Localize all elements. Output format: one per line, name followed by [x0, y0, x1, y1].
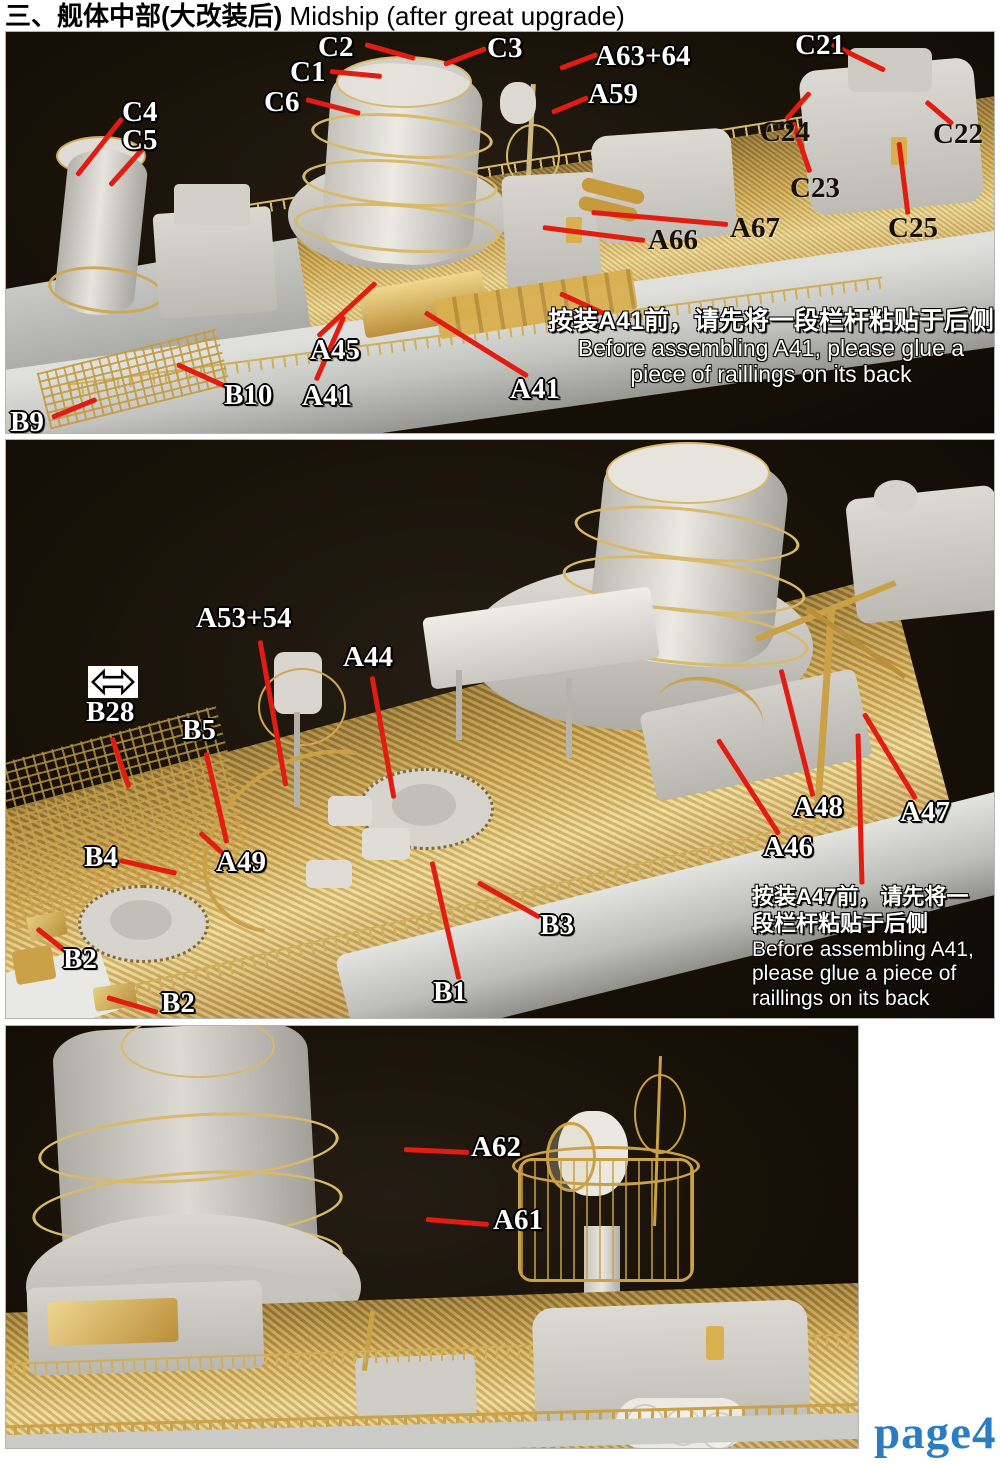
- model-photo-1: [5, 31, 995, 434]
- page-title-english: Midship (after great upgrade): [282, 1, 625, 31]
- page-title-chinese: 三、舰体中部(大改装后): [5, 1, 283, 31]
- model-photo-3: [5, 1025, 859, 1449]
- model-photo-2: [5, 439, 995, 1019]
- page-title: 三、舰体中部(大改装后) Midship (after great upgrad…: [5, 1, 625, 31]
- page-number: page4: [874, 1407, 997, 1459]
